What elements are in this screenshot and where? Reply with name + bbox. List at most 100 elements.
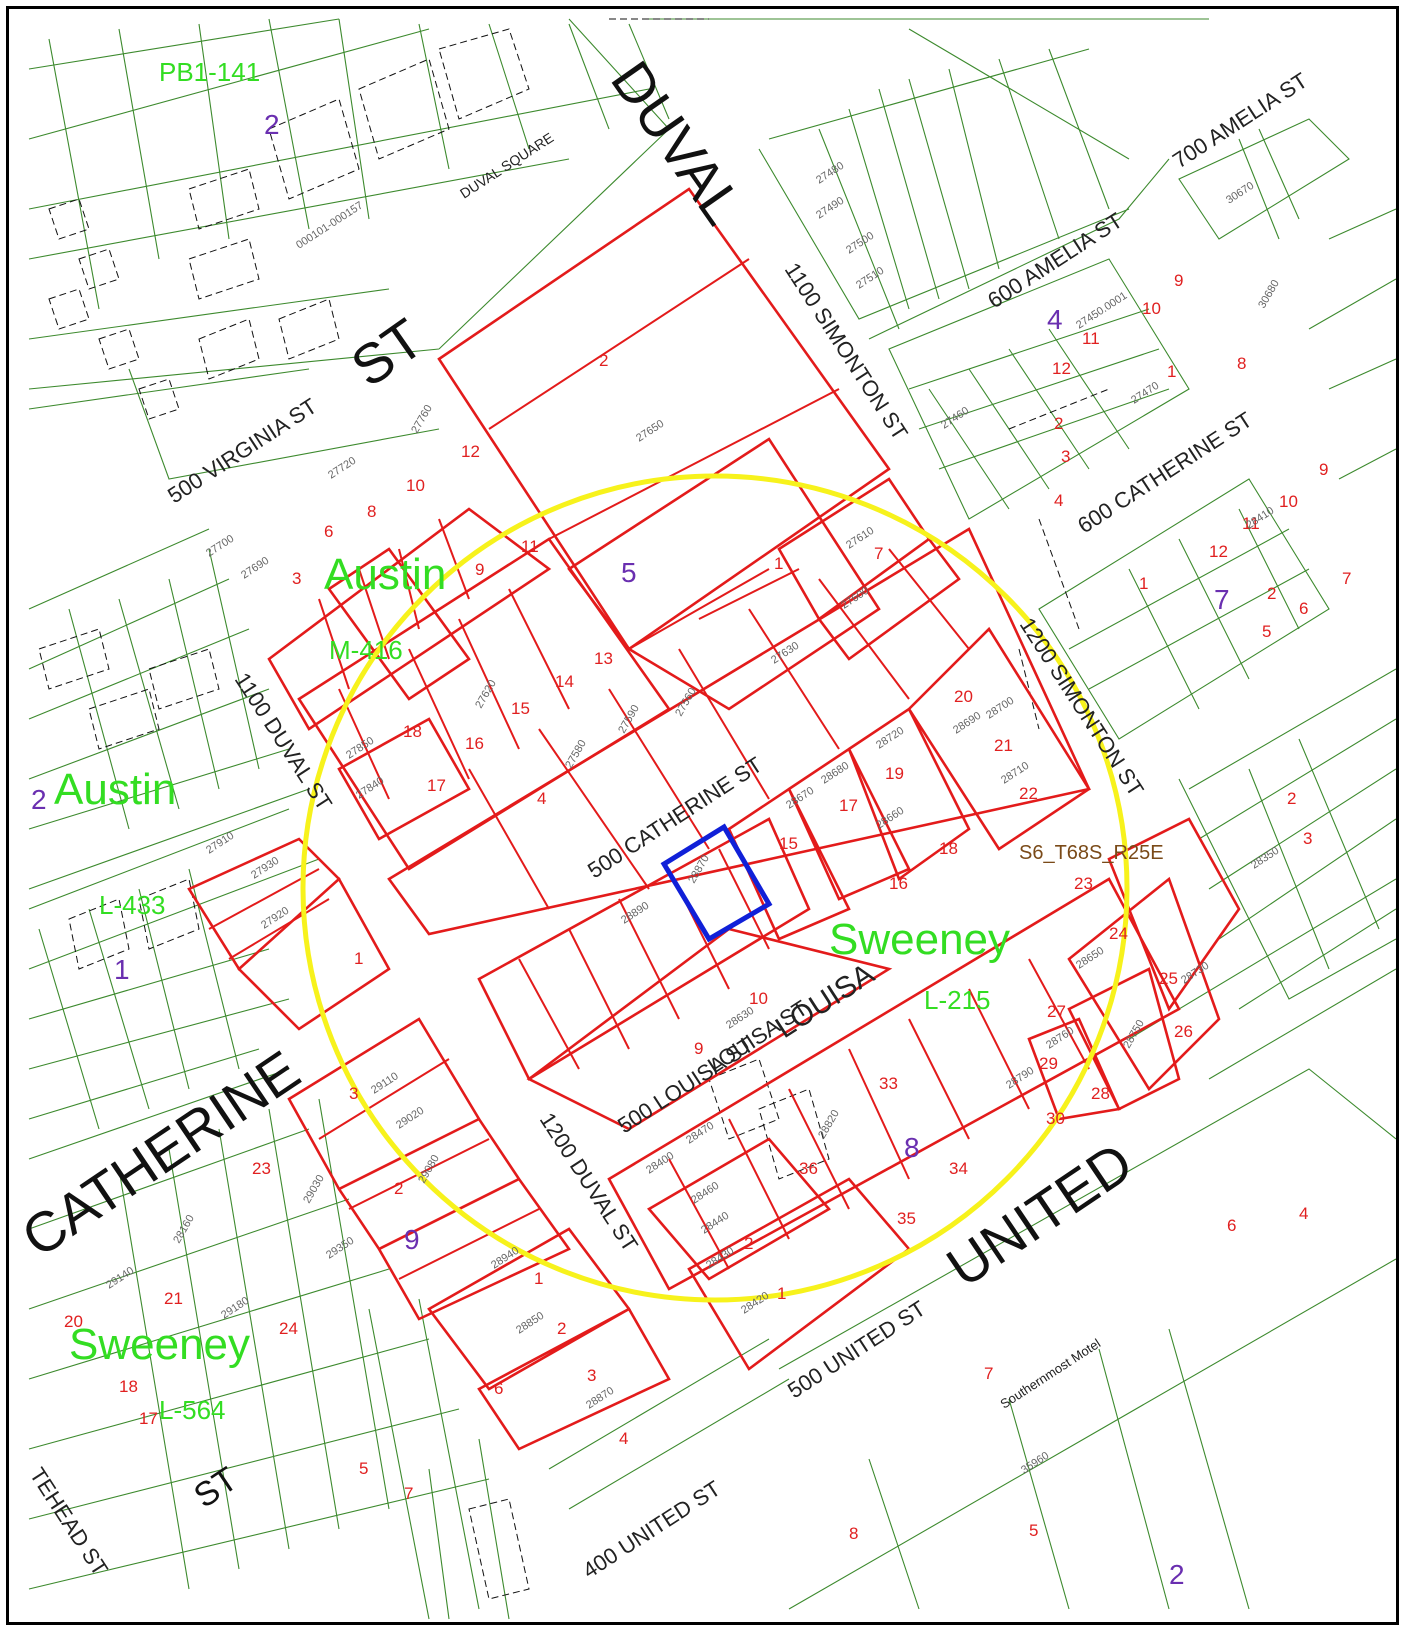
lot-number: 29 — [1039, 1054, 1058, 1073]
subdivision-sweeney-1: Sweeney — [829, 915, 1010, 964]
parcel-number: 30680 — [1256, 278, 1282, 310]
lot-number: 19 — [885, 764, 904, 783]
lot-number: 23 — [1074, 874, 1093, 893]
street-whitehead: TEHEAD ST — [25, 1463, 113, 1580]
parcel-number: 30670 — [1224, 180, 1256, 207]
subdivision-austin-2: Austin — [54, 765, 176, 814]
lot-number: 35 — [897, 1209, 916, 1228]
lot-number: 20 — [64, 1312, 83, 1331]
lot-number: 28 — [1091, 1084, 1110, 1103]
lot-number: 11 — [1242, 514, 1260, 533]
parcel-number: 28410 — [1244, 505, 1276, 532]
lot-number: 1 — [1167, 362, 1176, 381]
parcel-number: 27600 — [839, 585, 871, 612]
street-st-bottom: ST — [187, 1460, 244, 1516]
parcel-number: 27560 — [673, 686, 699, 718]
lot-number: 1 — [1139, 574, 1148, 593]
parcel-map[interactable]: DUVAL ST CATHERINE UNITED ST 500 VIRGINI… — [9, 9, 1396, 1622]
street-louisa-big: LOUISA — [770, 957, 880, 1045]
parcel-number: 28870 — [584, 1385, 616, 1412]
subdivision-sweeney-2: Sweeney — [69, 1320, 250, 1369]
parcel-number: 29140 — [104, 1265, 136, 1292]
lot-number: 9 — [475, 560, 484, 579]
lot-number: 4 — [537, 789, 546, 808]
map-frame: DUVAL ST CATHERINE UNITED ST 500 VIRGINI… — [6, 6, 1399, 1625]
lot-number: 13 — [594, 649, 613, 668]
street-united-500: 500 UNITED ST — [783, 1296, 930, 1404]
buffer-parcels[interactable] — [187, 187, 1241, 1451]
lot-number: 3 — [1303, 829, 1312, 848]
parcel-number: 28440 — [699, 1210, 731, 1237]
lot-number: 3 — [292, 569, 301, 588]
lot-number: 6 — [494, 1379, 503, 1398]
parcel-number: 27510 — [854, 265, 886, 292]
lot-number: 27 — [1047, 1002, 1066, 1021]
lot-number: 24 — [1109, 924, 1128, 943]
lot-number: 1 — [354, 949, 363, 968]
parcel-number: 27480 — [814, 160, 846, 187]
parcel-number: 28160 — [171, 1213, 197, 1245]
parcel-number: 29180 — [219, 1295, 251, 1322]
parcel-grid — [28, 18, 1396, 1620]
lot-number: 21 — [164, 1289, 183, 1308]
parcel-27650[interactable] — [437, 187, 891, 651]
lot-number: 21 — [994, 736, 1013, 755]
lot-number: 10 — [406, 476, 425, 495]
lot-number: 7 — [404, 1484, 413, 1503]
parcel-number: 28820 — [816, 1108, 842, 1140]
lot-number: 9 — [694, 1039, 703, 1058]
lot-number: 33 — [879, 1074, 898, 1093]
lot-number: 24 — [279, 1319, 298, 1338]
street-duval-square: DUVAL SQUARE — [457, 129, 556, 201]
lot-number: 14 — [555, 672, 574, 691]
lot-number: 23 — [252, 1159, 271, 1178]
block-number: 1 — [114, 954, 130, 985]
parcel-number: 28650 — [1074, 945, 1106, 972]
parcel-number: 27910 — [204, 830, 236, 857]
search-radius-circle — [300, 473, 1130, 1303]
lot-number: 3 — [587, 1366, 596, 1385]
parcel-number: 28850 — [514, 1310, 546, 1337]
lot-number: 18 — [119, 1377, 138, 1396]
parcel-number: 28350 — [1249, 845, 1281, 872]
parcel-number: 27650 — [634, 418, 666, 445]
parcel-number: 28710 — [999, 760, 1031, 787]
lot-number: 17 — [427, 776, 446, 795]
parcel-number: 27620 — [473, 678, 499, 710]
lot-number: 30 — [1046, 1109, 1065, 1128]
parcel-number: 29020 — [394, 1105, 426, 1132]
street-duval-top: DUVAL — [599, 50, 755, 236]
lot-number: 12 — [1209, 542, 1228, 561]
street-catherine-big: CATHERINE — [10, 1038, 310, 1269]
lot-number: 1 — [777, 1284, 786, 1303]
subdivision-labels: PB1-141 Austin M-416 Austin L-433 Sweene… — [54, 57, 1010, 1425]
lot-number: 1 — [774, 554, 783, 573]
block-number: 2 — [31, 784, 47, 815]
lot-number: 7 — [984, 1364, 993, 1383]
lot-numbers: 12 10 11 9 8 6 3 1 13 14 15 16 18 17 4 2… — [64, 271, 1351, 1543]
parcel-number: 29350 — [324, 1235, 356, 1262]
lot-number: 3 — [349, 1084, 358, 1103]
lot-number: 3 — [1061, 447, 1070, 466]
lot-number: 12 — [1052, 359, 1071, 378]
lot-number: 6 — [1299, 599, 1308, 618]
block-number: 7 — [1214, 584, 1230, 615]
parcel-number: 27490 — [814, 195, 846, 222]
parcel-number: 28420 — [739, 1290, 771, 1317]
parcel-number: 29080 — [416, 1153, 442, 1185]
subject-parcel[interactable] — [660, 823, 773, 943]
lot-number: 22 — [1019, 784, 1038, 803]
lot-number: 36 — [799, 1159, 818, 1178]
street-catherine-500: 500 CATHERINE ST — [583, 752, 766, 883]
lot-number: 17 — [839, 796, 858, 815]
lot-number: 17 — [139, 1409, 158, 1428]
lot-number: 2 — [557, 1319, 566, 1338]
parcel-number: 28870 — [686, 853, 712, 885]
lot-number: 10 — [749, 989, 768, 1008]
lot-number: 2 — [394, 1179, 403, 1198]
lot-number: 26 — [1174, 1022, 1193, 1041]
lot-number: 9 — [1319, 460, 1328, 479]
lot-number: 34 — [949, 1159, 968, 1178]
lot-number: 2 — [744, 1234, 753, 1253]
subdivision-l-564: L-564 — [159, 1395, 226, 1425]
